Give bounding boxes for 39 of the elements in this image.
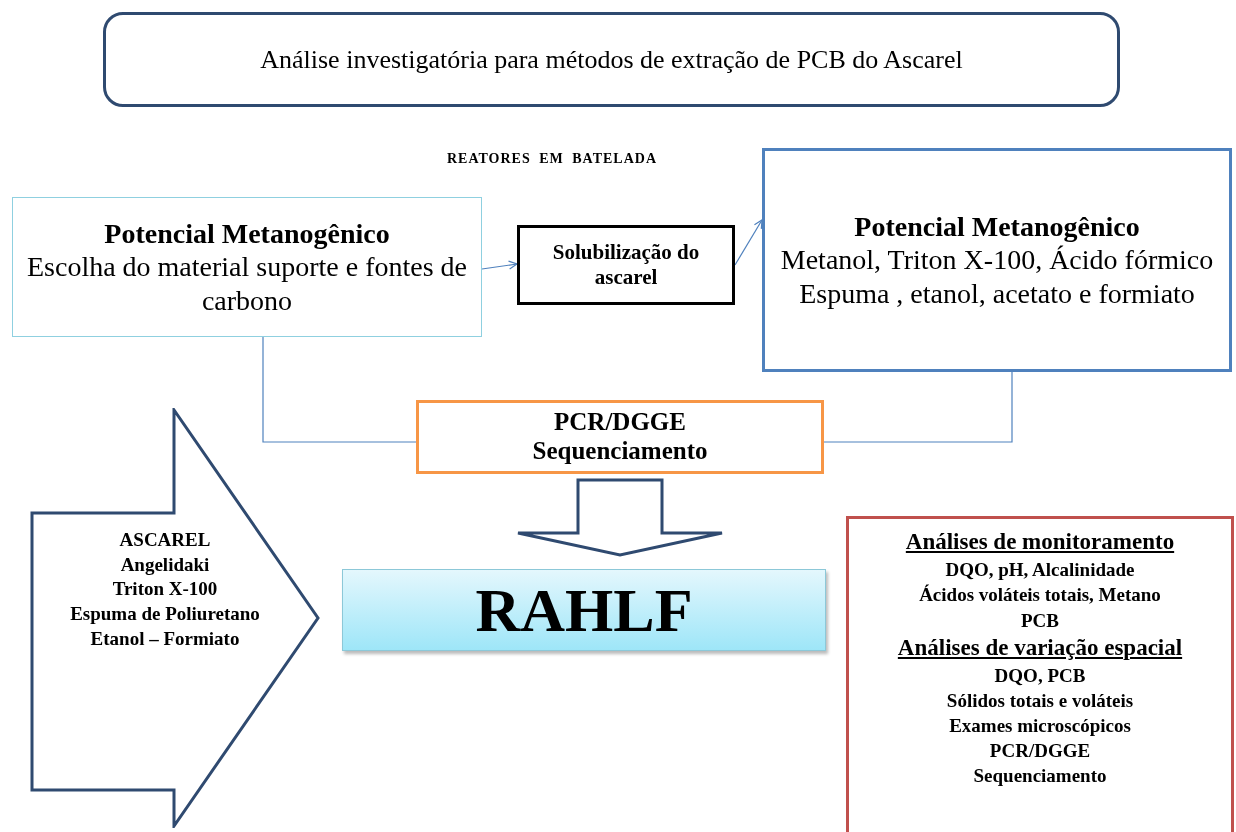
box-text: PCR/DGGE [554, 408, 686, 437]
text-box [12, 197, 482, 337]
arrow [734, 219, 763, 266]
section-label: REATORES EM BATELADA [447, 151, 658, 167]
list-item: Ácidos voláteis totais, Metano [919, 583, 1161, 608]
connector-line [262, 336, 417, 443]
list-item: DQO, pH, Alcalinidade [945, 558, 1135, 583]
list-item: Sólidos totais e voláteis [946, 689, 1134, 714]
block-arrow [30, 408, 322, 828]
arrow-text: Angelidaki [120, 552, 210, 577]
list-item: Sequenciamento [973, 764, 1107, 789]
text-box [517, 225, 735, 305]
connector-line [823, 371, 1013, 443]
body-text: Metanol, Triton X-100, Ácido fórmico [780, 243, 1214, 277]
arrow-text: ASCAREL [119, 528, 211, 552]
body-text: Escolha do material suporte e fontes de carbono [25, 250, 469, 318]
arrow-text: Espuma de Poliuretano [70, 602, 260, 627]
arrow-text: Triton X-100 [112, 577, 218, 602]
heading: Análises de monitoramento [905, 528, 1175, 556]
list-item: PCB [1021, 608, 1059, 633]
text-box [762, 148, 1232, 372]
box-text: RAHLF [475, 574, 693, 646]
block-arrow [516, 478, 724, 557]
heading: Potencial Metanogênico [854, 209, 1140, 244]
list-item: PCR/DGGE [989, 739, 1091, 764]
body-text: Espuma , etanol, acetato e formiato [799, 276, 1195, 311]
heading: Potencial Metanogênico [104, 216, 390, 251]
box-text: Sequenciamento [532, 437, 708, 466]
box-text: Solubilização do ascarel [551, 239, 701, 291]
arrow-text: Etanol – Formiato [90, 626, 240, 651]
text-box [846, 516, 1234, 832]
title-text: Análise investigatória para métodos de extração de PCB do Ascarel [260, 43, 963, 76]
list-item: Exames microscópicos [949, 714, 1131, 739]
list-item: DQO, PCB [994, 663, 1086, 688]
text-box [416, 400, 824, 474]
heading: Análises de variação espacial [897, 633, 1183, 662]
arrow [481, 260, 518, 270]
text-box [342, 569, 826, 651]
text-box [103, 12, 1120, 107]
